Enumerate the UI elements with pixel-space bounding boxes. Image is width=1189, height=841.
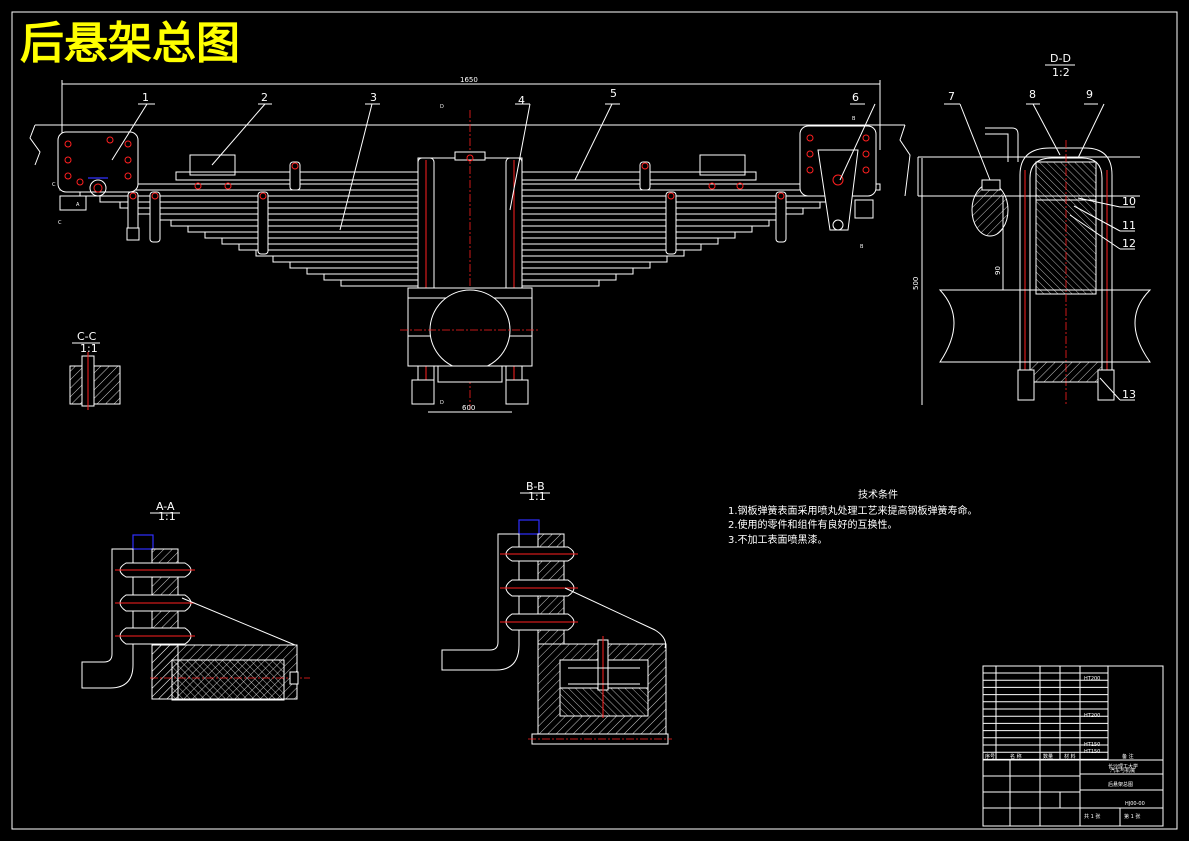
tb-material-4: HT150 [1084,749,1100,755]
tech-note-2: 2.使用的零件和组件有良好的互换性。 [728,518,898,531]
technical-notes: 技术条件 1.钢板弹簧表面采用喷丸处理工艺来提高钢板弹簧寿命。 2.使用的零件和… [728,488,978,546]
cut-a-top: A [76,202,80,208]
dim-right-height: 500 [912,277,920,290]
tb-material-1: HT200 [1084,676,1100,682]
part-no-8: 8 [1029,88,1036,101]
tb-drawing-no: HJ00-00 [1125,801,1145,807]
tb-material-3: HT150 [1084,742,1100,748]
part-no-11: 11 [1122,219,1136,232]
cut-c-bottom: C [58,220,62,226]
tb-university-1: 长沙理工大学 [1108,763,1138,770]
section-bb-scale: 1:1 [528,490,546,503]
dim-right-small: 90 [994,266,1002,275]
tb-material-2: HT200 [1084,713,1100,719]
dim-bottom: 600 [462,404,475,412]
part-no-2: 2 [261,91,268,104]
tb-col-index: 序号 [985,753,995,760]
part-no-10: 10 [1122,195,1136,208]
cut-d-top: D [440,104,444,110]
section-cc-label: C-C [77,330,97,343]
tech-note-1: 1.钢板弹簧表面采用喷丸处理工艺来提高钢板弹簧寿命。 [728,504,978,517]
section-dd-label: D-D [1050,52,1071,65]
part-no-3: 3 [370,91,377,104]
tb-sheet-total: 共 1 张 [1084,813,1100,820]
tech-note-3: 3.不加工表面喷黑漆。 [728,533,828,546]
part-no-5: 5 [610,87,617,100]
tb-col-name: 名 称 [1010,753,1022,760]
section-aa-view: A-A 1:1 [81,500,310,701]
part-no-12: 12 [1122,237,1136,250]
part-no-13: 13 [1122,388,1136,401]
section-dd-view: D-D 1:2 500 90 [912,52,1152,405]
tb-col-material: 材 料 [1064,753,1076,760]
tb-drawing-name: 后悬架总图 [1108,781,1133,788]
drawing-border [11,11,1178,830]
section-bb-view: B-B 1:1 [441,480,672,745]
cut-d-bottom: D [440,400,444,406]
tb-col-qty: 数量 [1043,753,1053,760]
part-no-1: 1 [142,91,149,104]
section-bb-label: B-B [526,480,545,493]
section-aa-scale: 1:1 [158,510,176,523]
tb-sheet-no: 第 1 张 [1124,813,1140,820]
tb-col-remark: 备 注 [1122,753,1134,760]
part-no-4: 4 [518,94,525,107]
cut-b-top: B [852,116,856,122]
dim-overall: 1650 [460,76,478,84]
section-cc-scale: 1:1 [80,342,98,355]
title-block: HT200 HT200 HT150 HT150 序号 名 称 数量 材 料 备 … [982,665,1164,827]
part-no-7: 7 [948,90,955,103]
cut-c-top: C [52,182,56,188]
part-no-9: 9 [1086,88,1093,101]
cut-b-bottom: B [860,244,864,250]
section-dd-scale: 1:2 [1052,66,1070,79]
tb-university-2: 汽车与机械 [1110,767,1135,774]
part-no-6: 6 [852,91,859,104]
tech-notes-heading: 技术条件 [858,488,898,501]
main-view: 1650 [29,76,911,413]
drawing-title: 后悬架总图 [20,18,240,69]
section-cc-view: C-C 1:1 [69,330,121,410]
section-aa-label: A-A [156,500,175,513]
